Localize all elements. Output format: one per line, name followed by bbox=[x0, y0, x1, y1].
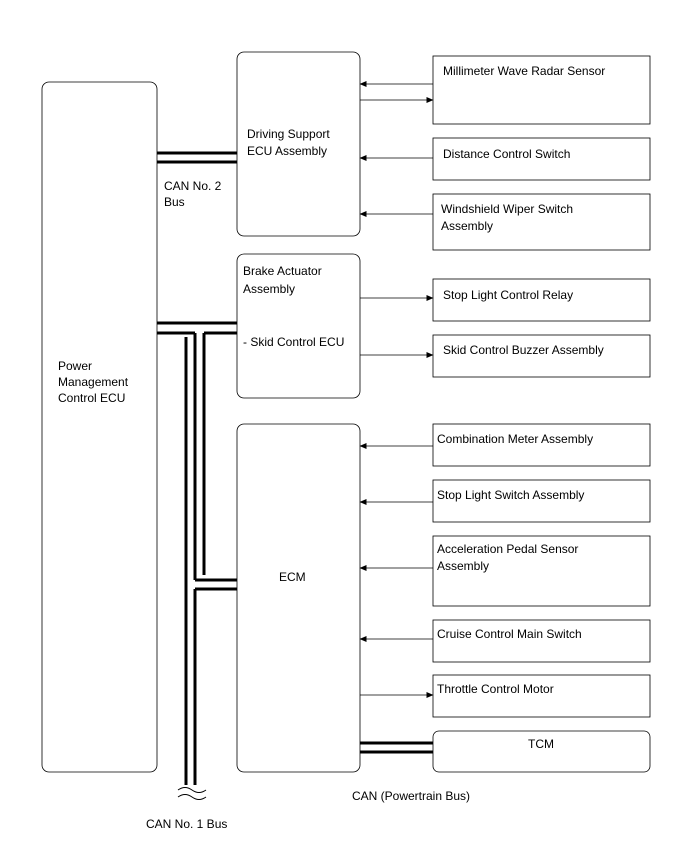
powertrain-bus-label: CAN (Powertrain Bus) bbox=[352, 789, 470, 803]
wiper-switch-label: Windshield Wiper Switch Assembly bbox=[441, 202, 576, 233]
throttle-motor-box bbox=[432, 674, 651, 718]
skid-buzzer-label: Skid Control Buzzer Assembly bbox=[443, 343, 604, 357]
wiper-line-2: Assembly bbox=[441, 219, 493, 233]
power-mgmt-line-3: Control ECU bbox=[58, 391, 125, 405]
stop-light-relay-box bbox=[432, 278, 651, 322]
brake-actuator-box bbox=[236, 253, 361, 399]
dsecu-line-1: Driving Support bbox=[247, 127, 330, 141]
bus-break-symbol bbox=[177, 787, 207, 800]
skid-buzzer-box bbox=[432, 334, 651, 378]
accel-line-2: Assembly bbox=[437, 559, 489, 573]
power-mgmt-line-1: Power bbox=[58, 359, 92, 373]
stop-light-switch-label: Stop Light Switch Assembly bbox=[437, 488, 584, 502]
ecm-box bbox=[236, 423, 361, 773]
distance-switch-box bbox=[432, 137, 651, 181]
tcm-label: TCM bbox=[528, 737, 554, 751]
can-no2-bus-label: CAN No. 2 Bus bbox=[164, 179, 225, 209]
accel-pedal-box bbox=[432, 535, 651, 607]
combination-meter-box bbox=[432, 423, 651, 467]
brake-line-2: Assembly bbox=[243, 282, 295, 296]
tcm-box bbox=[432, 730, 651, 773]
ecm-label: ECM bbox=[279, 570, 306, 584]
dsecu-line-2: ECU Assembly bbox=[247, 144, 327, 158]
distance-switch-label: Distance Control Switch bbox=[443, 147, 570, 161]
power-management-ecu-box bbox=[41, 81, 158, 773]
stop-light-relay-label: Stop Light Control Relay bbox=[443, 288, 573, 302]
can-no2-bus-lines bbox=[157, 151, 237, 164]
skid-control-ecu-label: - Skid Control ECU bbox=[243, 335, 344, 349]
power-mgmt-line-2: Management bbox=[58, 375, 129, 389]
wiper-switch-box bbox=[432, 193, 651, 251]
powertrain-bus-lines bbox=[358, 741, 433, 754]
accel-line-1: Acceleration Pedal Sensor bbox=[437, 542, 578, 556]
driving-support-ecu-label: Driving Support ECU Assembly bbox=[247, 127, 333, 158]
cruise-switch-box bbox=[432, 619, 651, 663]
wiper-line-1: Windshield Wiper Switch bbox=[441, 202, 573, 216]
stop-light-switch-box bbox=[432, 479, 651, 523]
cruise-switch-label: Cruise Control Main Switch bbox=[437, 627, 582, 641]
mmw-radar-box bbox=[432, 55, 651, 125]
can2-line-1: CAN No. 2 bbox=[164, 179, 222, 193]
driving-support-ecu-box bbox=[236, 51, 361, 237]
can2-line-2: Bus bbox=[164, 195, 185, 209]
power-management-ecu-label: Power Management Control ECU bbox=[58, 359, 131, 405]
throttle-motor-label: Throttle Control Motor bbox=[437, 682, 554, 696]
accel-pedal-label: Acceleration Pedal Sensor Assembly bbox=[437, 542, 582, 573]
can-no1-bus-lines bbox=[157, 321, 237, 785]
can-no1-bus-label: CAN No. 1 Bus bbox=[146, 817, 227, 831]
combination-meter-label: Combination Meter Assembly bbox=[437, 432, 593, 446]
mmw-radar-label: Millimeter Wave Radar Sensor bbox=[443, 64, 605, 78]
brake-line-1: Brake Actuator bbox=[243, 264, 322, 278]
brake-actuator-label: Brake Actuator Assembly bbox=[243, 264, 325, 296]
